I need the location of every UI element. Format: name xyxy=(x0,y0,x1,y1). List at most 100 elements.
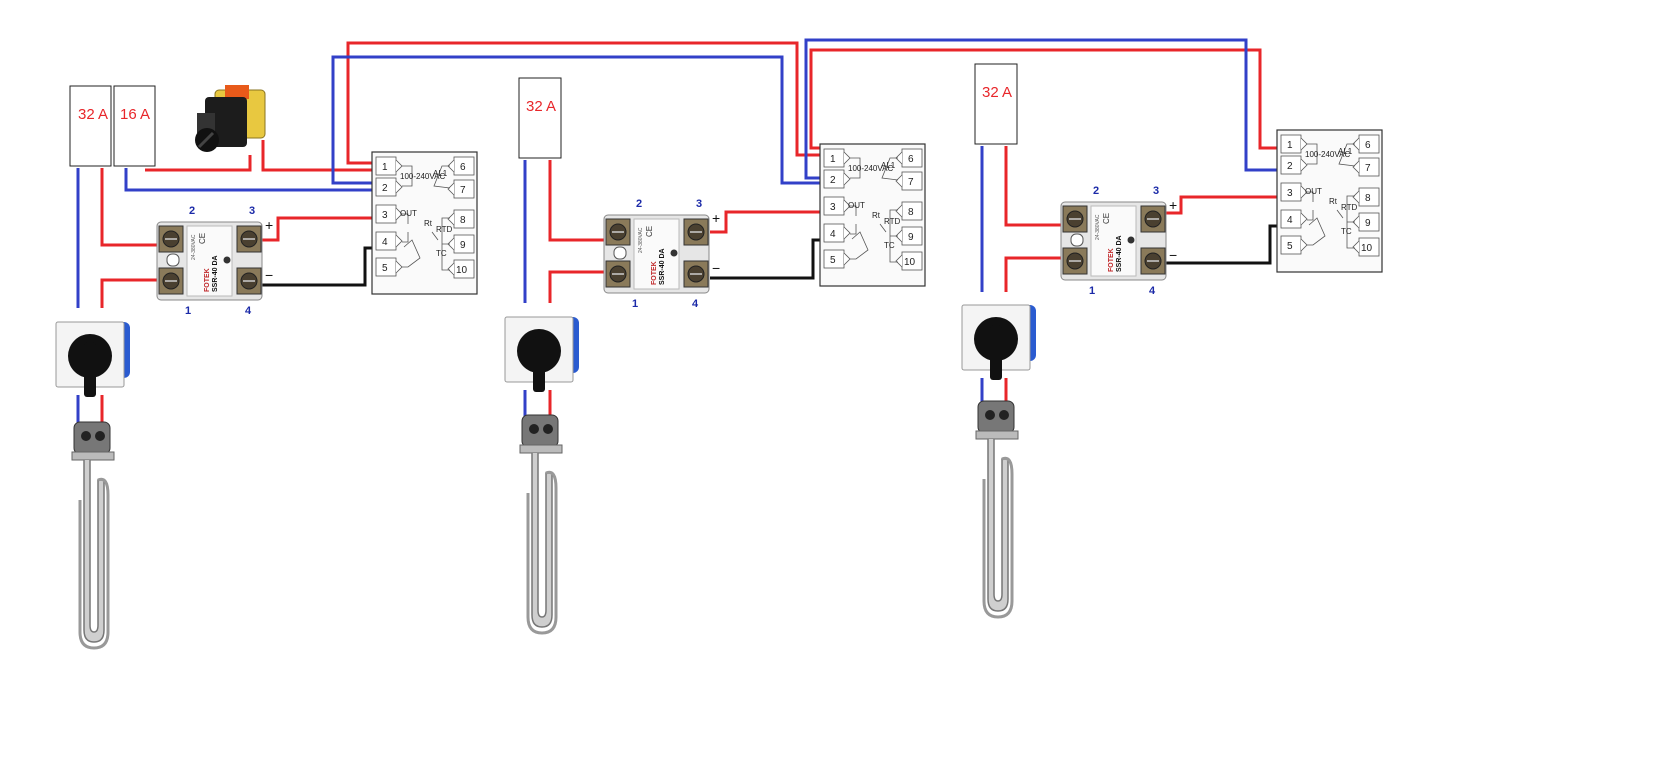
heaters xyxy=(71,400,1019,650)
controller-terminal-label: 10 xyxy=(904,257,916,268)
wire-live-c1-ssr-return xyxy=(100,278,157,308)
ssr-plus-label: + xyxy=(1169,197,1177,213)
rotary-cam-switch-icon xyxy=(961,304,1036,380)
controller-terminal-label: 3 xyxy=(382,210,388,221)
controller-terminal-label: 8 xyxy=(1365,193,1371,204)
controller-terminal-label: 2 xyxy=(1287,161,1293,172)
ssr-brand-label: FOTEK xyxy=(651,261,658,285)
wire-minus-c1 xyxy=(262,246,372,287)
controller-terminal-label: 1 xyxy=(382,162,388,173)
controller-al1-label: AL1 xyxy=(1338,147,1353,156)
controller-tc-label: TC xyxy=(436,249,447,258)
ssr-minus-label: − xyxy=(1169,247,1177,263)
wire-plus-c1 xyxy=(262,216,372,242)
rotary-cam-switch-icon xyxy=(504,316,579,392)
wire-live-c2-ssr-return xyxy=(548,270,604,303)
ssr-terminal-label: 4 xyxy=(692,298,699,310)
ssr-plus-label: + xyxy=(265,217,273,233)
breaker-label: 16 A xyxy=(120,106,150,123)
controller-terminal-label: 2 xyxy=(830,175,836,186)
ssr-terminal-label: 2 xyxy=(189,205,195,217)
ssr-range-label: 24-380VAC xyxy=(638,227,644,253)
controller-terminal-label: 7 xyxy=(460,185,466,196)
wire-live-trunk-1 xyxy=(346,41,820,165)
immersion-heater-icon xyxy=(975,400,1019,619)
controller-terminal-label: 3 xyxy=(1287,188,1293,199)
ssr-terminal-label: 2 xyxy=(1093,185,1099,197)
circuit-breaker-icon: 32 A xyxy=(974,63,1018,145)
wire-plus-c3 xyxy=(1166,195,1277,215)
controller-rt-label: Rt xyxy=(1329,197,1338,206)
ssr-brand-label: FOTEK xyxy=(204,268,211,292)
ssr-ce-label: CE xyxy=(645,226,654,237)
controller-rtd-label: RTD xyxy=(884,217,901,226)
ssr-range-label: 24-380VAC xyxy=(1095,214,1101,240)
controller-out-label: OUT xyxy=(848,201,865,210)
wire-live-c2-ssr xyxy=(548,160,604,242)
controller-rtd-label: RTD xyxy=(436,225,453,234)
controller-terminal-label: 2 xyxy=(382,183,388,194)
selector-switch-icon xyxy=(195,85,266,152)
controller-terminal-label: 6 xyxy=(1365,140,1371,151)
controller-terminal-label: 5 xyxy=(830,255,836,266)
controller-terminal-label: 9 xyxy=(908,232,914,243)
controller-terminal-label: 10 xyxy=(1361,243,1373,254)
wire-live-c1-controller xyxy=(261,140,372,172)
wire-live-c3-ssr-return xyxy=(1004,256,1061,292)
controller-terminal-label: 4 xyxy=(830,229,836,240)
controller-supply-label: 100-240VAC xyxy=(400,172,445,181)
ssr-terminal-label: 1 xyxy=(632,298,638,310)
wire-live-switch-feed xyxy=(145,155,252,172)
rotary-cam-switch-icon xyxy=(55,321,130,397)
controller-terminal-label: 7 xyxy=(1365,163,1371,174)
breaker-label: 32 A xyxy=(526,98,556,115)
ssr-brand-label: FOTEK xyxy=(1108,248,1115,272)
controller-rt-label: Rt xyxy=(872,211,881,220)
wire-neutral-trunk-1 xyxy=(331,55,820,185)
breakers: 32 A 16 A 32 A 32 A xyxy=(69,63,1018,167)
ssr-terminal-label: 1 xyxy=(185,305,191,317)
wire-neutral-c1-controller xyxy=(124,168,372,192)
wire-minus-c3 xyxy=(1166,224,1277,265)
ssr-terminal-label: 4 xyxy=(1149,285,1156,297)
controller-terminal-label: 1 xyxy=(830,154,836,165)
ssr-terminal-label: 3 xyxy=(249,205,255,217)
wire-live-c3-ssr xyxy=(1004,146,1061,227)
controller-rtd-label: RTD xyxy=(1341,203,1358,212)
controller-terminal-label: 1 xyxy=(1287,140,1293,151)
controller-terminal-label: 10 xyxy=(456,265,468,276)
immersion-heater-icon xyxy=(71,421,115,650)
immersion-heater-icon xyxy=(519,414,563,635)
wires xyxy=(76,38,1277,425)
controller-terminal-label: 6 xyxy=(908,154,914,165)
controller-terminal-label: 5 xyxy=(1287,241,1293,252)
breaker-label: 32 A xyxy=(982,84,1012,101)
circuit-breaker-icon: 32 A xyxy=(518,77,562,159)
controller-terminal-label: 5 xyxy=(382,263,388,274)
rotary-switches xyxy=(55,304,1036,397)
ssr-minus-label: − xyxy=(712,260,720,276)
ssr-model-label: SSR-40 DA xyxy=(1116,235,1123,272)
controller-terminal-label: 7 xyxy=(908,177,914,188)
wire-minus-c2 xyxy=(710,238,820,280)
circuit-breaker-icon: 16 A xyxy=(113,85,156,167)
ssr-model-label: SSR-40 DA xyxy=(659,248,666,285)
controller-rt-label: Rt xyxy=(424,219,433,228)
wire-neutral-trunk-2 xyxy=(804,38,1277,180)
controller-out-label: OUT xyxy=(400,209,417,218)
breaker-label: 32 A xyxy=(78,106,108,123)
controller-terminal-label: 8 xyxy=(908,207,914,218)
ssr-terminal-label: 1 xyxy=(1089,285,1095,297)
controller-al1-label: AL1 xyxy=(881,161,896,170)
ssr-plus-label: + xyxy=(712,210,720,226)
controller-supply-label: 100-240VAC xyxy=(848,164,893,173)
